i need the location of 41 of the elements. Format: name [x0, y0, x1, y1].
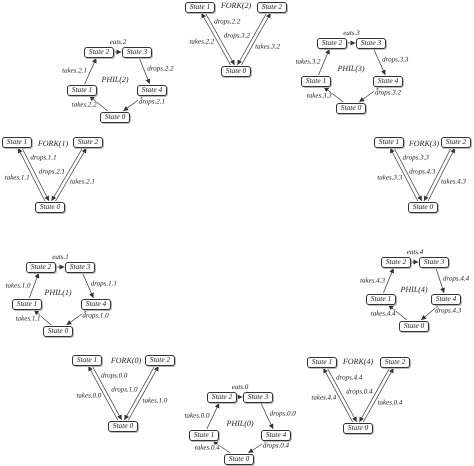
arrow: [436, 268, 445, 294]
arrow: [394, 148, 422, 202]
process-title: FORK(0): [110, 357, 142, 365]
process-title: FORK(3): [408, 140, 440, 148]
arrow: [139, 58, 150, 84]
process-title: PHIL(0): [226, 420, 254, 428]
arrow: [428, 148, 456, 202]
process-title: FORK(2): [220, 2, 252, 10]
arrow: [82, 272, 94, 298]
arrow: [237, 394, 243, 400]
arrow: [390, 148, 418, 202]
arrow: [18, 148, 46, 202]
arrow: [22, 148, 50, 202]
arrow: [260, 402, 274, 430]
arrow: [84, 58, 97, 84]
arrow: [248, 440, 268, 454]
arrow: [323, 86, 344, 102]
arrow: [424, 148, 452, 202]
arrow: [28, 272, 40, 298]
arrow: [56, 264, 65, 270]
arrow: [358, 86, 380, 102]
arrow: [347, 40, 356, 46]
arrow: [34, 310, 52, 326]
process-title: PHIL(3): [337, 65, 365, 73]
process-title: FORK(4): [342, 358, 374, 366]
process-title: PHIL(4): [400, 286, 428, 294]
arrow: [373, 48, 386, 76]
arrow: [318, 48, 330, 76]
arrow: [383, 268, 394, 294]
arrow: [88, 96, 108, 112]
process-title: PHIL(1): [44, 289, 72, 297]
process-title: FORK(1): [38, 140, 68, 148]
arrow: [122, 96, 144, 112]
arrow: [388, 304, 408, 320]
arrow: [66, 310, 88, 326]
arrow: [411, 260, 419, 264]
arrow: [114, 50, 122, 54]
arrow: [206, 402, 220, 430]
arrow: [420, 304, 440, 320]
process-title: PHIL(2): [101, 76, 129, 84]
arrow: [212, 440, 231, 454]
